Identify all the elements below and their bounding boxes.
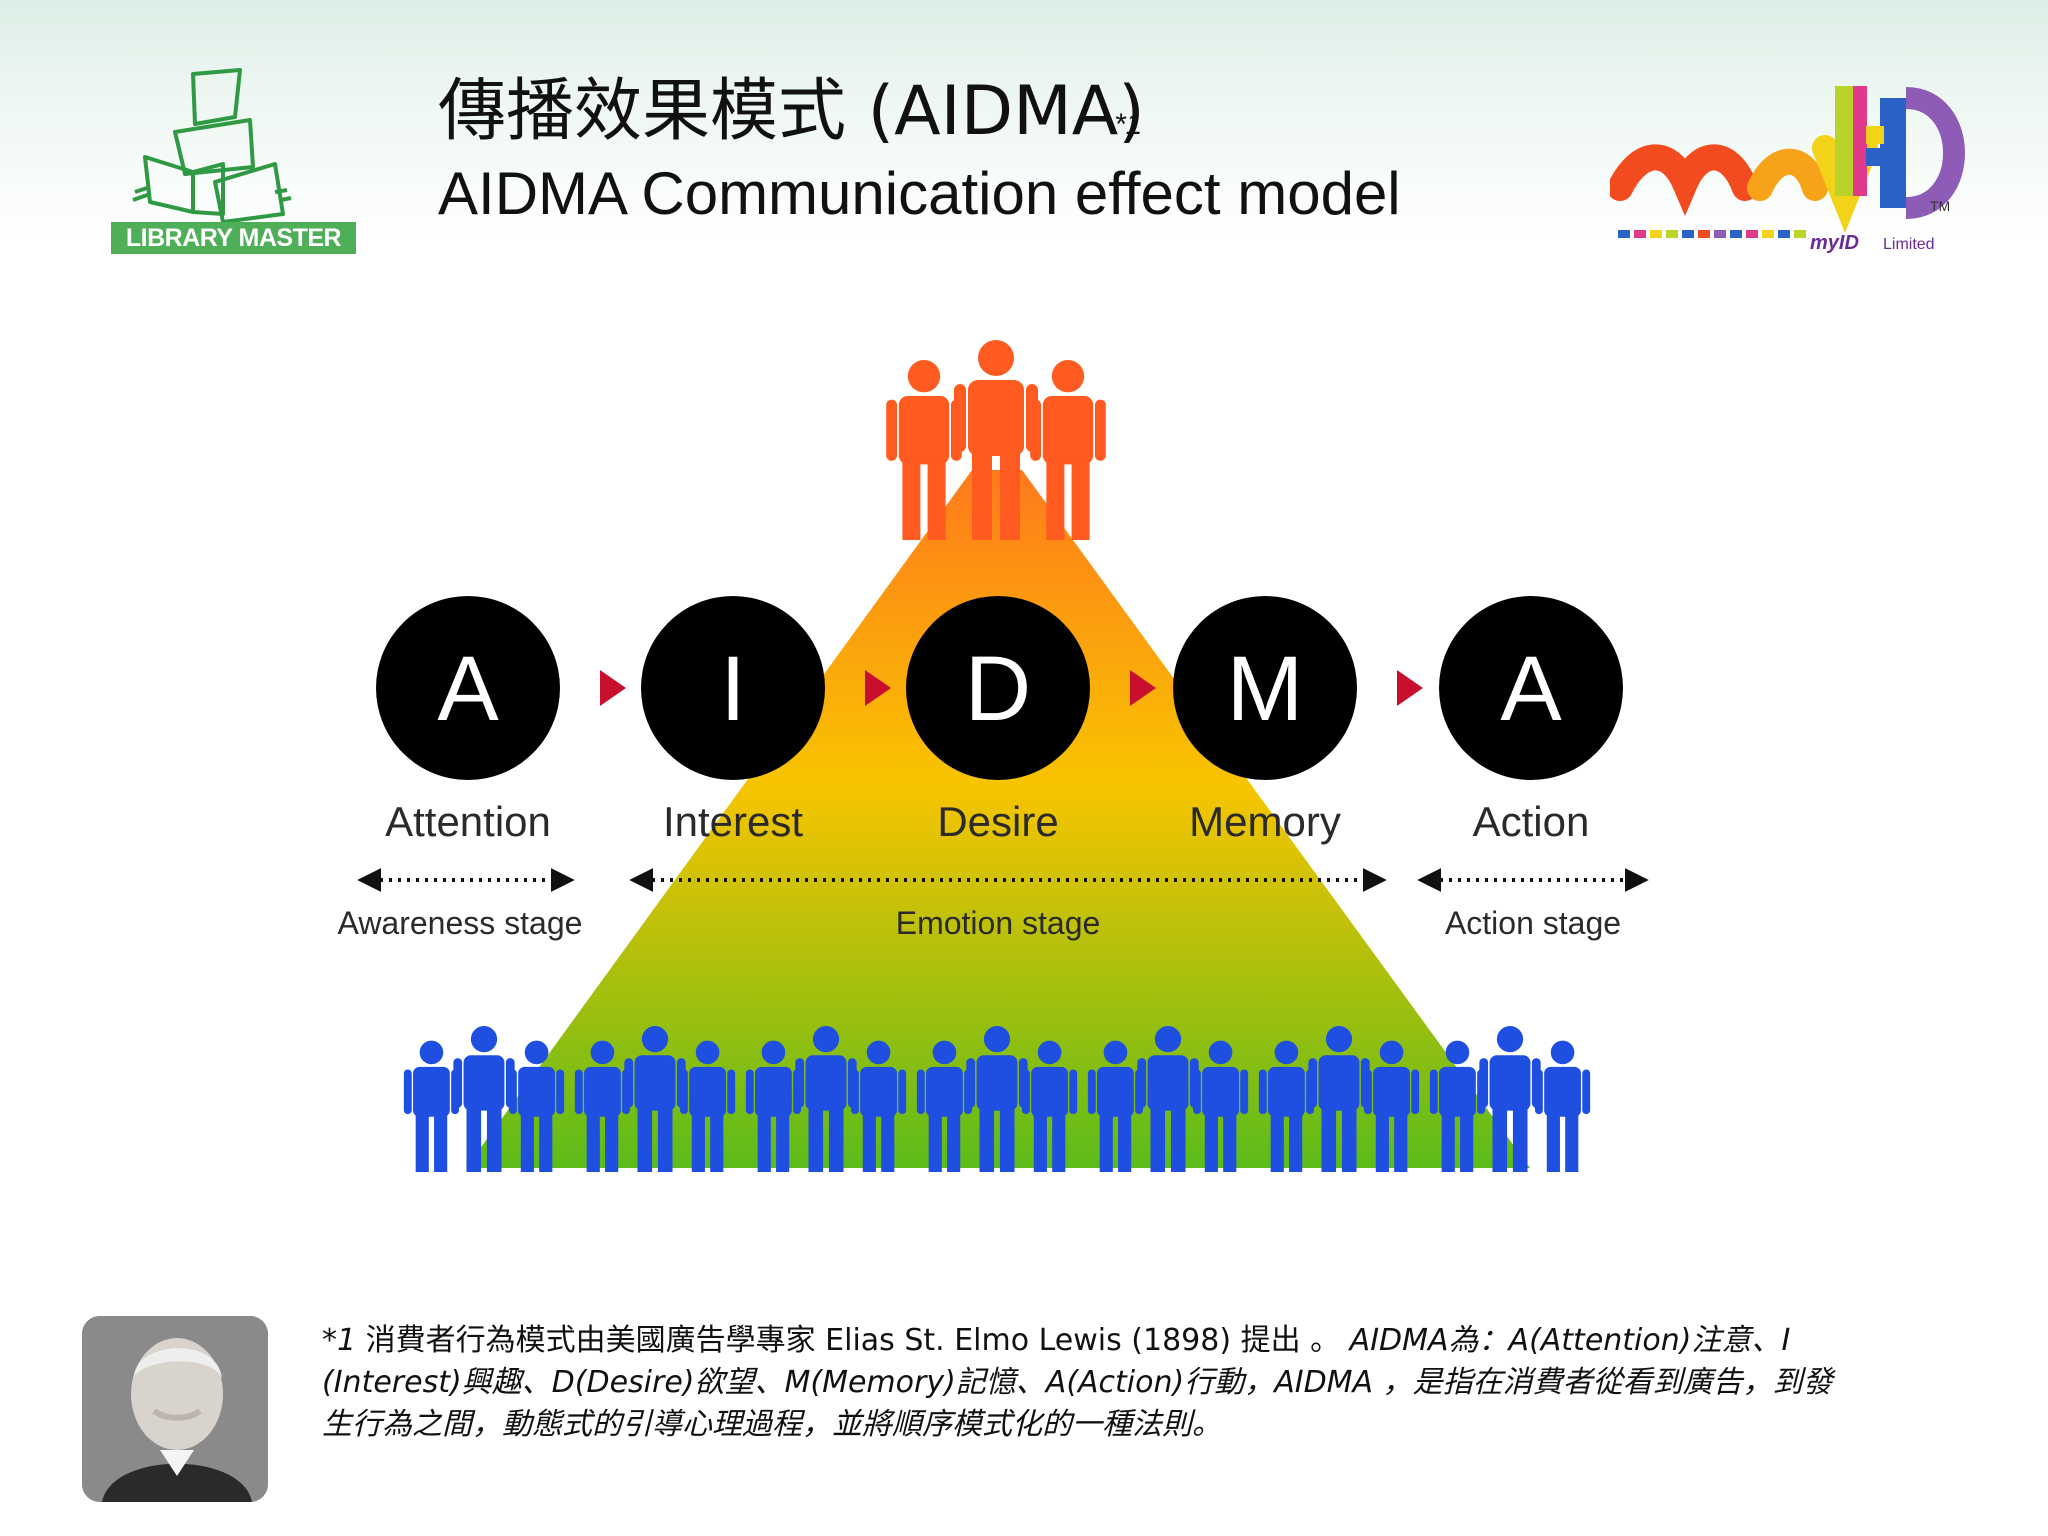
pyramid-shape [466, 470, 1530, 1168]
trademark-mark: TM [1930, 198, 1951, 214]
step-letter: D [965, 638, 1031, 740]
person-icon [1534, 1040, 1591, 1172]
people-group-icon [1258, 1026, 1420, 1172]
step-label: Action [1473, 798, 1590, 845]
step-label: Memory [1189, 798, 1341, 845]
footnote: *1 消費者行為模式由美國廣告學專家 Elias St. Elmo Lewis … [322, 1320, 1852, 1446]
person-icon [574, 1040, 631, 1172]
person-icon [795, 1026, 857, 1172]
step-letter: A [1500, 638, 1562, 740]
person-icon [1137, 1026, 1199, 1172]
people-group-icon [403, 1026, 565, 1172]
person-icon [624, 1026, 686, 1172]
person-icon [1192, 1040, 1249, 1172]
person-icon [954, 340, 1038, 540]
person-icon [966, 1026, 1028, 1172]
person-icon [1087, 1040, 1144, 1172]
step-label: Interest [663, 798, 803, 845]
people-group-icon [1087, 1026, 1249, 1172]
library-master-logo: LIBRARY MASTER [111, 222, 356, 254]
person-icon [453, 1026, 515, 1172]
step-circle [1439, 596, 1623, 780]
person-icon [1030, 360, 1106, 540]
bottom-people-row [403, 1026, 1591, 1172]
stage-label: Action stage [1445, 905, 1621, 941]
step-arrow [600, 670, 626, 706]
step-label: Desire [937, 798, 1058, 845]
people-group-icon [574, 1026, 736, 1172]
step-letter: I [720, 638, 746, 740]
aidma-steps: A Attention I Interest D Desire M Memory A Action [376, 596, 1623, 845]
person-icon [1021, 1040, 1078, 1172]
footnote-text: 消費者行為模式由美國廣告學專家 Elias St. Elmo Lewis (18… [356, 1323, 1350, 1358]
footnote-italic-text: AIDMA為：A(Attention)注意、I (Interest)興趣、D(D… [322, 1323, 1833, 1442]
step-arrow [865, 670, 891, 706]
person-icon [1363, 1040, 1420, 1172]
step-letter: A [437, 638, 499, 740]
portrait-photo-icon [82, 1316, 268, 1502]
top-people-icon [886, 340, 1106, 540]
step-circle [641, 596, 825, 780]
footnote-marker: *1 [322, 1323, 357, 1358]
step-arrow [1397, 670, 1423, 706]
people-group-icon [745, 1026, 907, 1172]
person-icon [1479, 1026, 1541, 1172]
step-arrow [1130, 670, 1156, 706]
myid-logo-icon [1610, 86, 1965, 238]
title-footnote-marker: *1 [1114, 108, 1143, 141]
step-circle [376, 596, 560, 780]
person-icon [403, 1040, 460, 1172]
myid-limited-text: Limited [1883, 236, 1935, 253]
person-icon [886, 360, 962, 540]
myid-brand-text: myID [1810, 232, 1859, 254]
books-stack-icon [132, 68, 292, 224]
step-label: Attention [385, 798, 551, 845]
people-group-icon [1429, 1026, 1591, 1172]
person-icon [1308, 1026, 1370, 1172]
page-subtitle: AIDMA Communication effect model [438, 160, 1401, 227]
stage-label: Emotion stage [896, 905, 1101, 941]
people-group-icon [916, 1026, 1078, 1172]
top-people-group [886, 340, 1106, 540]
step-circle [1173, 596, 1357, 780]
person-icon [1258, 1040, 1315, 1172]
stage-indicators: Awareness stage Emotion stage Action stage [338, 868, 1649, 941]
stage-label: Awareness stage [338, 905, 583, 941]
page-title: 傳播效果模式 (AIDMA) [438, 72, 1145, 151]
step-circle [906, 596, 1090, 780]
step-letter: M [1227, 638, 1304, 740]
